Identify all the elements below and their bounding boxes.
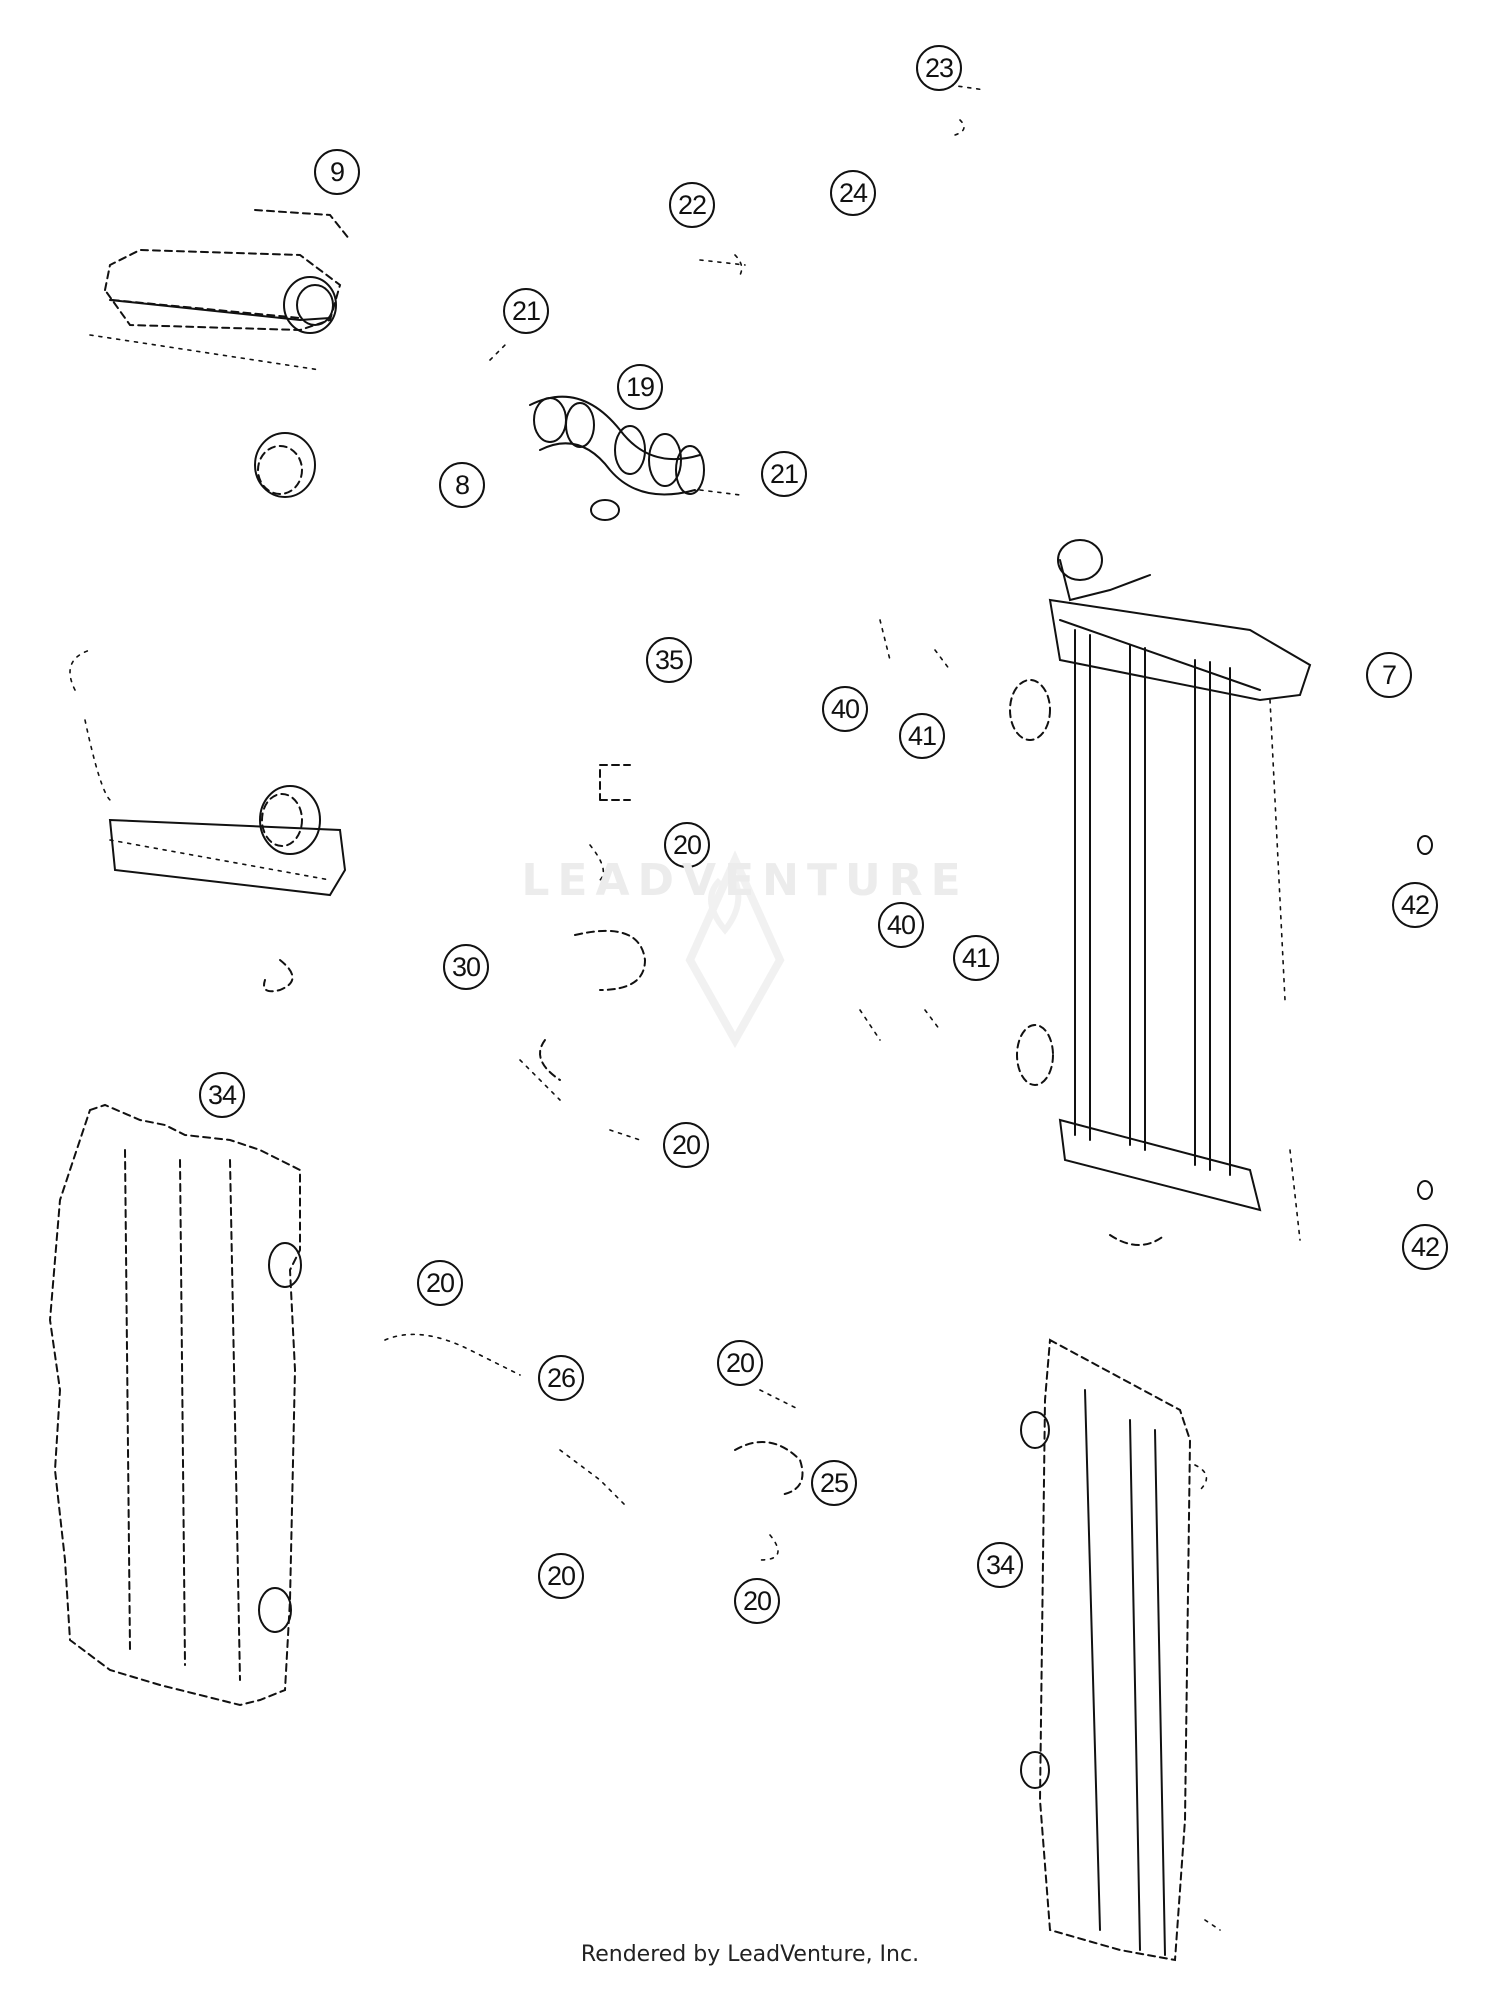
callout-20[interactable]: 20 <box>734 1578 780 1624</box>
callout-20[interactable]: 20 <box>538 1553 584 1599</box>
callout-20[interactable]: 20 <box>663 1122 709 1168</box>
callout-26[interactable]: 26 <box>538 1355 584 1401</box>
callout-40[interactable]: 40 <box>878 902 924 948</box>
callout-21[interactable]: 21 <box>503 288 549 334</box>
watermark-logo <box>685 850 785 1049</box>
callout-22[interactable]: 22 <box>669 182 715 228</box>
callout-9[interactable]: 9 <box>314 149 360 195</box>
callout-20[interactable]: 20 <box>664 822 710 868</box>
part-8-drawing <box>69 649 347 993</box>
part-34-right-drawing <box>1020 1338 1221 1962</box>
bolts-40-41-drawing <box>859 619 951 1041</box>
watermark-text: LEADVENTURE <box>521 855 969 906</box>
callout-40[interactable]: 40 <box>822 686 868 732</box>
callout-25[interactable]: 25 <box>811 1460 857 1506</box>
callout-20[interactable]: 20 <box>417 1260 463 1306</box>
lower-hoses-drawing <box>384 1333 804 1561</box>
callout-23[interactable]: 23 <box>916 45 962 91</box>
callout-30[interactable]: 30 <box>443 944 489 990</box>
callout-21[interactable]: 21 <box>761 451 807 497</box>
nuts-42-drawing <box>1417 835 1433 1200</box>
callout-42[interactable]: 42 <box>1402 1224 1448 1270</box>
part-7-drawing <box>1009 539 1312 1246</box>
part-34-left-drawing <box>48 1103 302 1707</box>
callout-41[interactable]: 41 <box>953 935 999 981</box>
callout-34[interactable]: 34 <box>199 1072 245 1118</box>
callout-42[interactable]: 42 <box>1392 882 1438 928</box>
callout-41[interactable]: 41 <box>899 713 945 759</box>
callout-24[interactable]: 24 <box>830 170 876 216</box>
small-fittings-drawing <box>699 84 986 276</box>
footer-credit: Rendered by LeadVenture, Inc. <box>580 1942 920 1967</box>
centre-hoses-drawing <box>519 764 647 1141</box>
callout-7[interactable]: 7 <box>1366 652 1412 698</box>
part-19-drawing <box>489 344 741 521</box>
callout-34[interactable]: 34 <box>977 1542 1023 1588</box>
callout-20[interactable]: 20 <box>717 1340 763 1386</box>
callout-19[interactable]: 19 <box>617 364 663 410</box>
callout-8[interactable]: 8 <box>439 462 485 508</box>
callout-35[interactable]: 35 <box>646 637 692 683</box>
part-9-drawing <box>89 209 351 498</box>
